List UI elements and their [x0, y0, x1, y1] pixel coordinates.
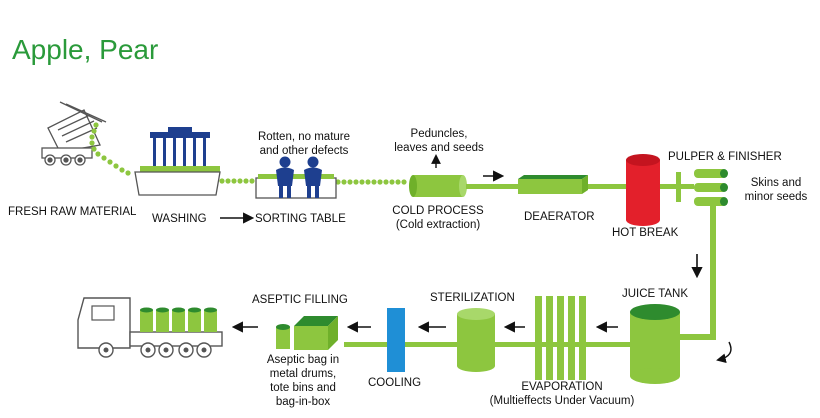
aseptic-bag-line: tote bins and [270, 382, 336, 394]
evaporation-line: EVAPORATION [521, 381, 603, 393]
delivery-truck-icon [77, 297, 223, 358]
label-evaporation: EVAPORATION (Multieffects Under Vacuum) [478, 380, 646, 408]
label-cooling: COOLING [368, 377, 422, 389]
label-fresh-raw-material: FRESH RAW MATERIAL [8, 206, 137, 218]
label-sorting-defects: Rotten, no mature and other defects [248, 130, 360, 158]
peduncles-line: Peduncles, [410, 128, 468, 140]
label-cold-process: COLD PROCESS (Cold extraction) [386, 204, 490, 232]
label-deaerator: DEAERATOR [524, 211, 595, 223]
aseptic-bag-line: metal drums, [269, 368, 337, 380]
cooling-unit [387, 308, 405, 372]
apple-dots-conveyor [89, 122, 407, 185]
worker-icon [304, 156, 322, 198]
label-aseptic-bag: Aseptic bag in metal drums, tote bins an… [254, 353, 352, 409]
worker-icon [276, 156, 294, 198]
label-hot-break: HOT BREAK [612, 227, 679, 239]
label-sterilization: STERILIZATION [430, 292, 515, 304]
aseptic-filling-icon [276, 316, 338, 350]
pulper-finisher-unit [694, 169, 728, 206]
label-aseptic-filling: ASEPTIC FILLING [252, 294, 348, 306]
washing-machine-icon [134, 127, 221, 196]
peduncles-line: leaves and seeds [394, 142, 484, 154]
sorting-table-icon [255, 156, 337, 199]
cold-process-unit [409, 175, 467, 197]
skins-line: Skins and [750, 177, 802, 189]
label-pulper-finisher: PULPER & FINISHER [668, 151, 782, 163]
label-sorting-table: SORTING TABLE [255, 213, 346, 225]
dump-truck-icon [41, 101, 107, 166]
label-washing: WASHING [152, 213, 207, 225]
cold-process-line: COLD PROCESS [392, 205, 484, 217]
aseptic-bag-line: Aseptic bag in [266, 354, 340, 366]
label-juice-tank: JUICE TANK [622, 288, 689, 300]
page-title: Apple, Pear [12, 34, 159, 65]
deaerator-unit [518, 175, 588, 194]
skins-line: minor seeds [744, 191, 808, 203]
hot-break-tank [626, 154, 660, 226]
juice-tank [630, 304, 680, 384]
evaporation-line: (Multieffects Under Vacuum) [489, 395, 635, 407]
arrow [716, 341, 732, 364]
label-skins: Skins and minor seeds [738, 176, 814, 204]
label-peduncles: Peduncles, leaves and seeds [384, 127, 494, 155]
cold-process-line: (Cold extraction) [395, 219, 481, 231]
sorting-note-line: Rotten, no mature [257, 131, 351, 143]
aseptic-bag-line: bag-in-box [275, 396, 331, 408]
sterilization-tank [457, 308, 495, 372]
sorting-note-line: and other defects [259, 145, 349, 157]
evaporation-unit [528, 296, 590, 380]
